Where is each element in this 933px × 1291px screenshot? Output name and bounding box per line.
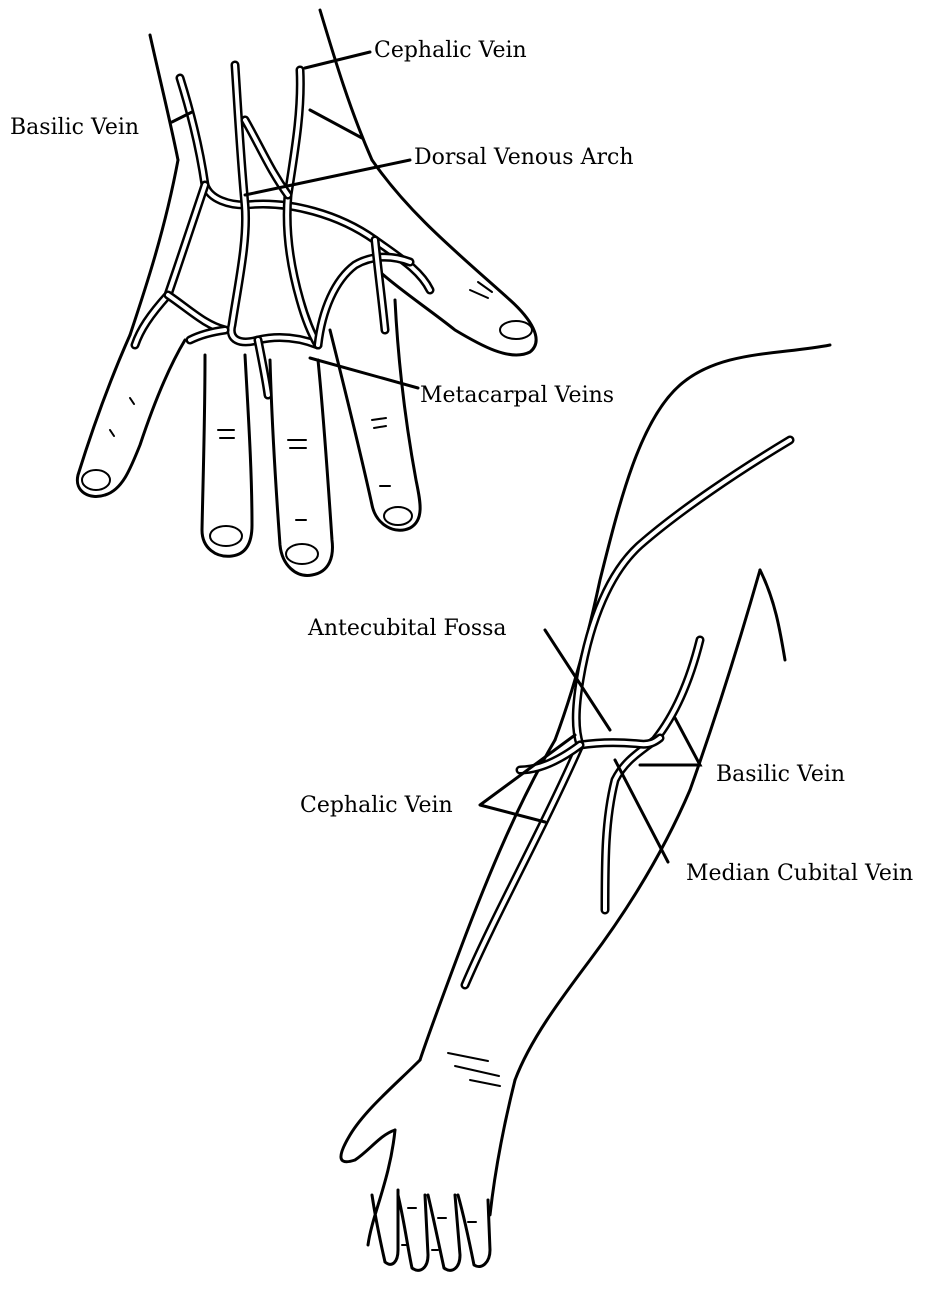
label-antecubital-fossa: Antecubital Fossa bbox=[307, 616, 507, 641]
label-arm-basilic-vein: Basilic Vein bbox=[716, 762, 845, 787]
label-arm-cephalic-vein: Cephalic Vein bbox=[300, 793, 453, 818]
label-hand-basilic-vein: Basilic Vein bbox=[10, 115, 139, 140]
hand-illustration bbox=[77, 10, 536, 575]
label-hand-cephalic-vein: Cephalic Vein bbox=[374, 38, 527, 63]
dorsal-hand-veins bbox=[135, 65, 430, 395]
arm-veins bbox=[465, 440, 790, 985]
leader-median-cubital bbox=[615, 760, 668, 862]
label-dorsal-venous-arch: Dorsal Venous Arch bbox=[414, 145, 633, 170]
label-metacarpal-veins: Metacarpal Veins bbox=[420, 383, 614, 408]
label-median-cubital-vein: Median Cubital Vein bbox=[686, 861, 913, 886]
